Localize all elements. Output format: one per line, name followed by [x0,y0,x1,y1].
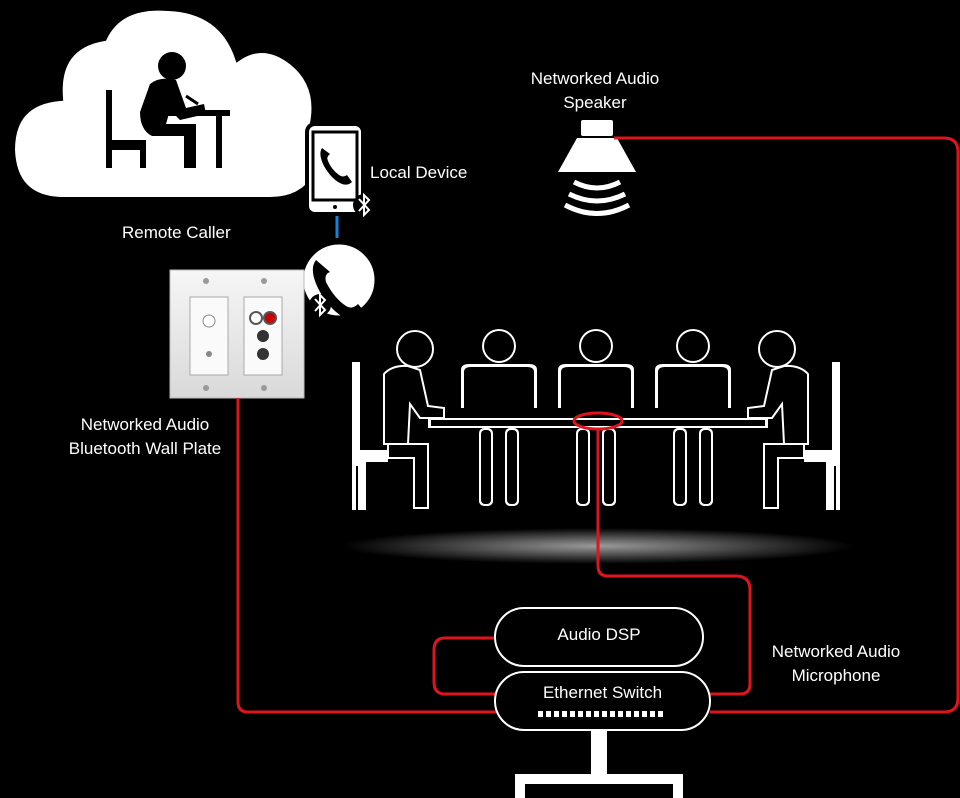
smartphone-icon [305,122,365,216]
wall-plate-icon [169,269,305,399]
switch-ports [538,711,663,717]
person-at-desk-icon [106,52,230,168]
people-at-table-icon [343,329,853,564]
wall-plate-label: Networked Audio Bluetooth Wall Plate [55,413,235,461]
wall-plate-label-line1: Networked Audio [80,415,210,434]
phone-handset-icon [300,241,378,323]
local-device-label: Local Device [370,163,468,182]
microphone-label-line2: Microphone [791,666,881,685]
audio-dsp-label: Audio DSP [557,625,641,644]
microphone-label-line1: Networked Audio [771,642,901,661]
speaker-icon [558,120,636,216]
network-cables [236,136,960,714]
speaker-label: Networked Audio Speaker [510,67,680,115]
equipment-stack [494,607,711,798]
speaker-label-line1: Networked Audio [530,69,660,88]
ethernet-switch-label: Ethernet Switch [542,683,663,702]
bluetooth-icon [353,192,375,218]
microphone-label: Networked Audio Microphone [752,640,920,688]
remote-caller-label: Remote Caller [122,223,231,242]
wall-plate-label-line2: Bluetooth Wall Plate [68,439,222,458]
speaker-label-line2: Speaker [563,93,627,112]
